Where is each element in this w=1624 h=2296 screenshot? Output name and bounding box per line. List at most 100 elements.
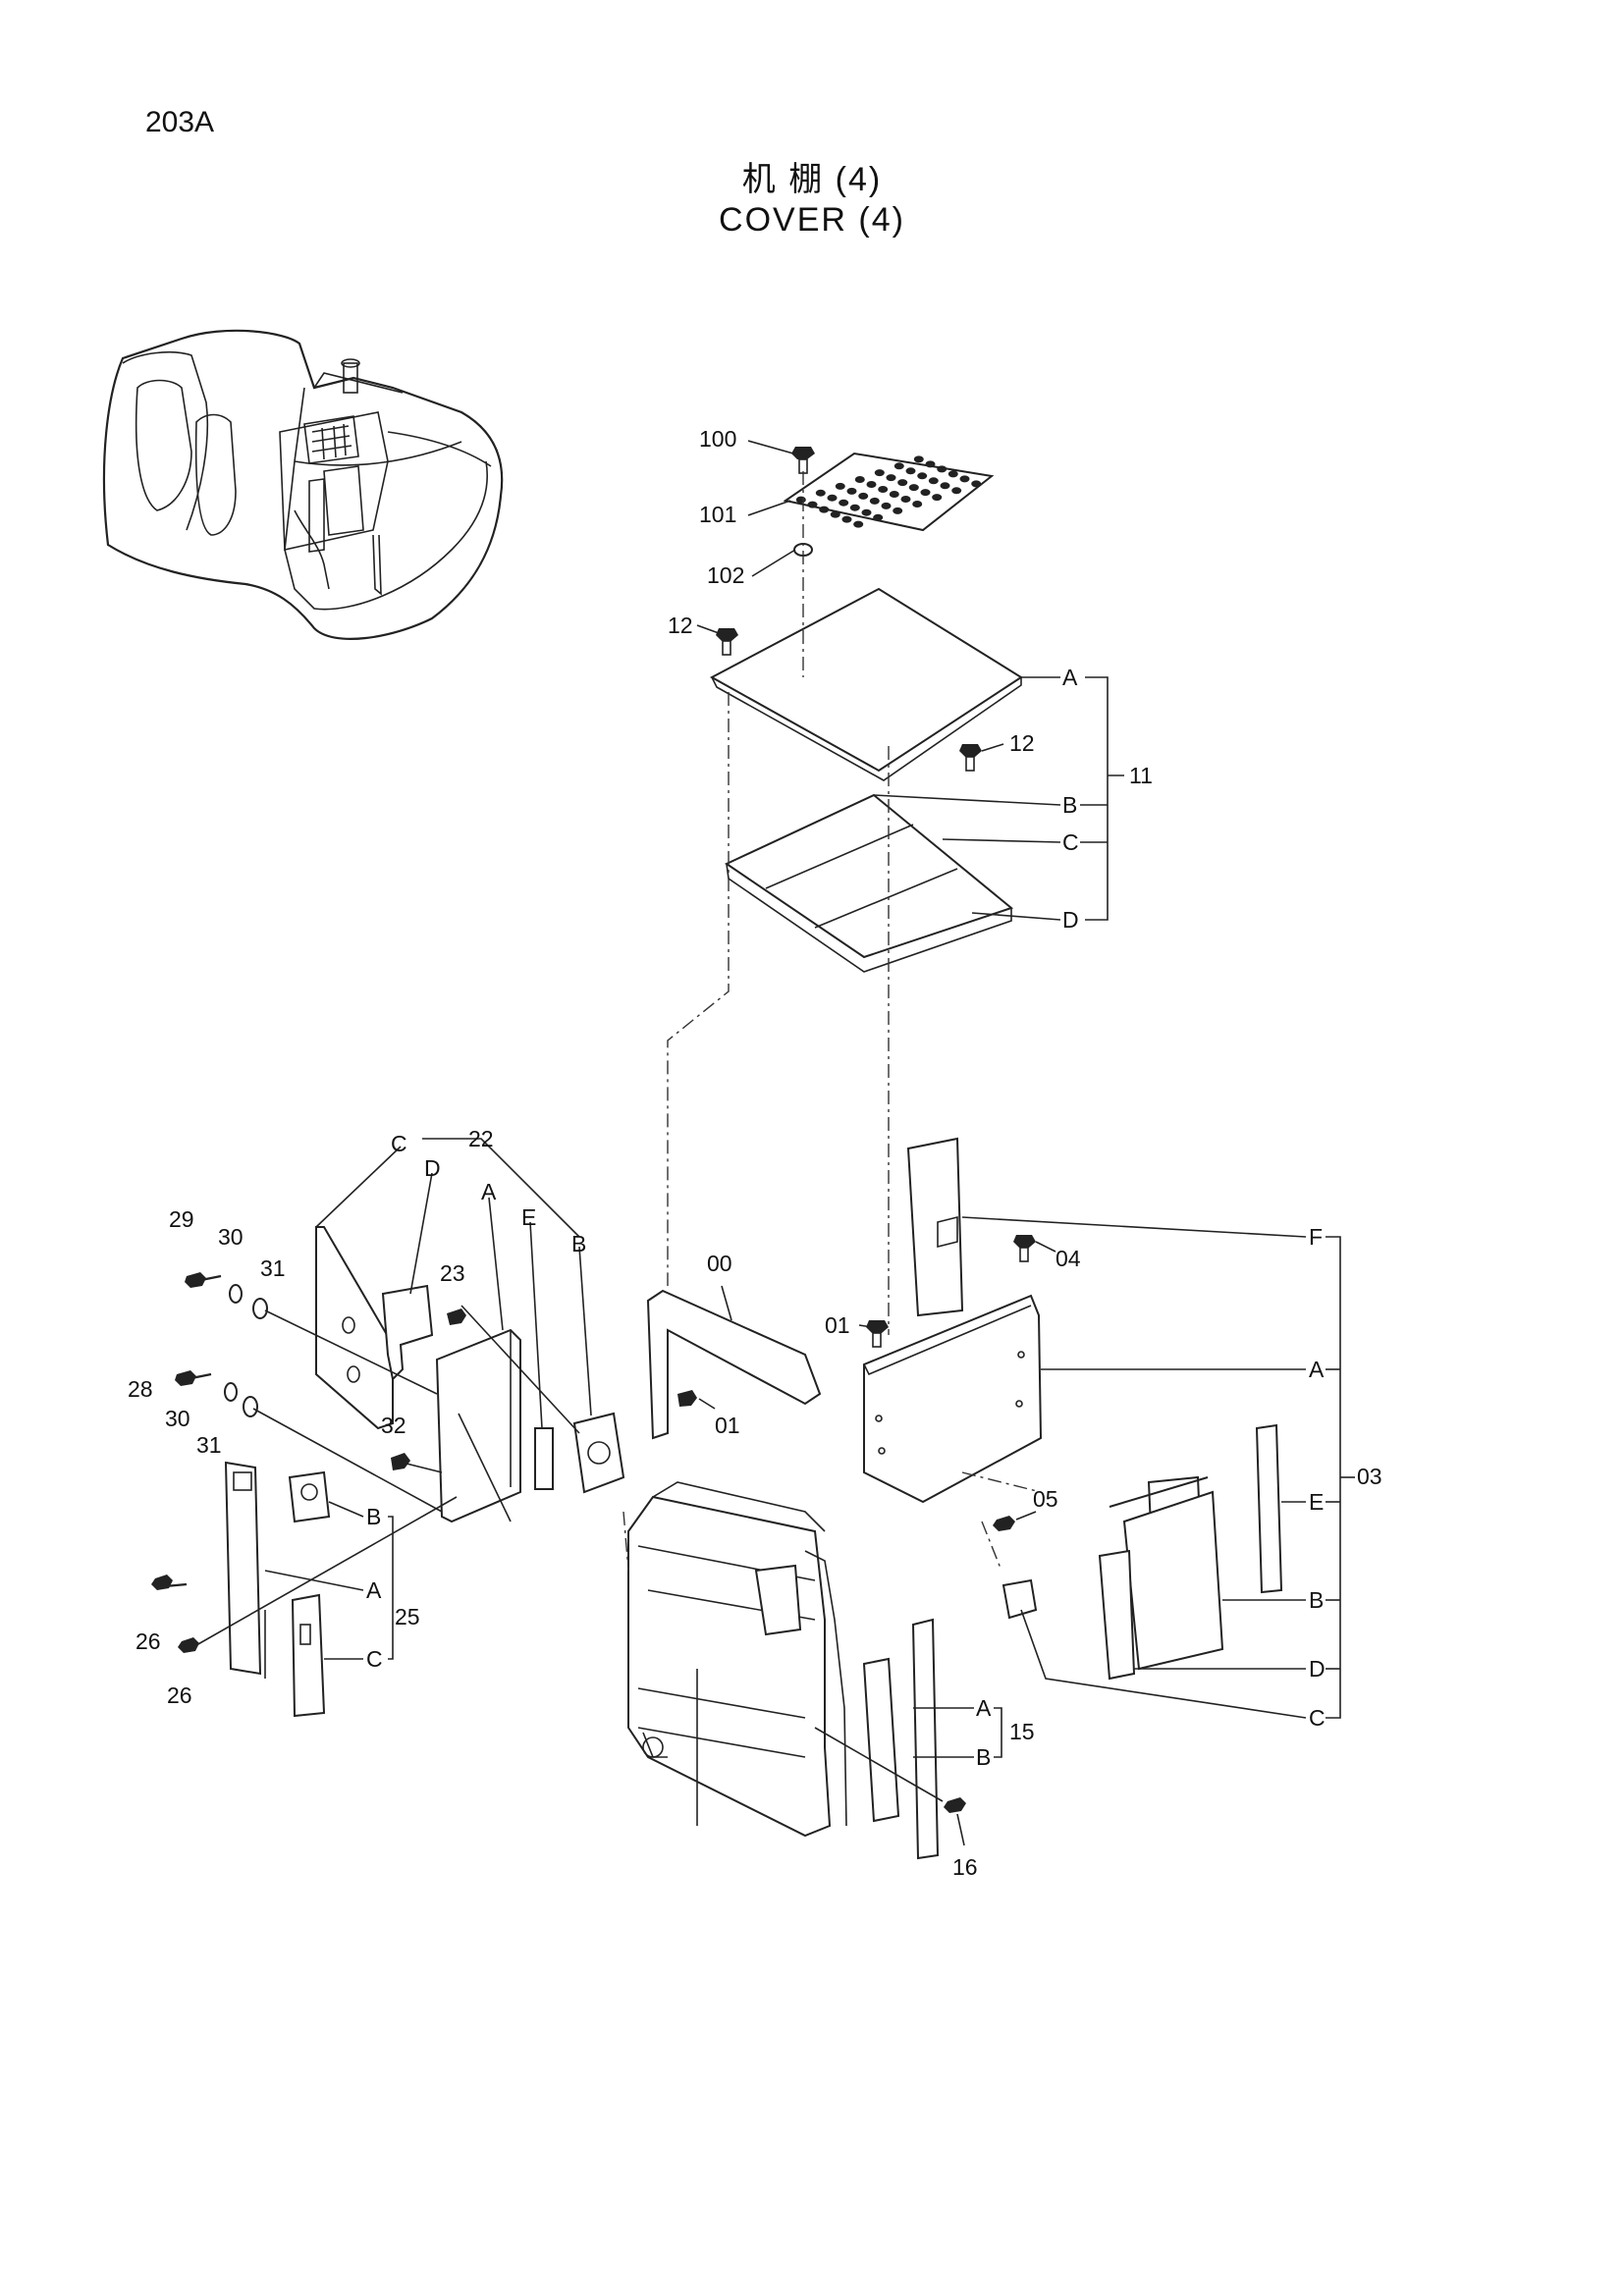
side-panel-assembly-22 (175, 1138, 625, 1523)
perforation-hole (827, 494, 838, 502)
callout-30: 30 (165, 1406, 190, 1431)
callout-03-c: C (1309, 1705, 1326, 1731)
perforation-hole (881, 502, 892, 509)
rear-panel-assembly-03 (858, 1137, 1355, 1719)
perforation-hole (925, 460, 936, 468)
perforation-hole (893, 507, 903, 514)
callout-25-b: B (366, 1504, 381, 1529)
perforation-hole (873, 513, 884, 521)
seal-strip-assembly-15 (814, 1618, 1002, 1860)
perforation-hole (858, 492, 869, 500)
top-cover-assembly (667, 440, 1124, 1335)
perforation-hole (841, 515, 852, 523)
perforation-hole (893, 462, 904, 470)
callout-29: 29 (169, 1206, 194, 1232)
callout-22-d: D (424, 1155, 441, 1181)
callout-22-b: B (571, 1231, 586, 1256)
title-chinese: 机 棚 (4) (741, 161, 883, 198)
perforation-hole (897, 479, 908, 487)
perforation-hole (947, 470, 958, 478)
callout-12: 12 (668, 613, 693, 638)
callout-labels: 100 101 102 12 12 11 A B C D 22 C D A E … (128, 426, 1382, 1880)
callout-31: 31 (196, 1432, 222, 1458)
perforation-hole (913, 455, 924, 463)
perforation-hole (937, 465, 947, 473)
perforation-hole (866, 481, 877, 488)
perforation-hole (886, 474, 896, 482)
callout-26: 26 (135, 1629, 161, 1654)
callout-11: 11 (1129, 763, 1153, 788)
perforation-hole (874, 469, 885, 477)
callout-03-f: F (1309, 1224, 1323, 1250)
callout-25: 25 (395, 1604, 420, 1629)
callout-11-d: D (1062, 907, 1079, 933)
callout-12: 12 (1009, 730, 1035, 756)
radiator-core (623, 1481, 847, 1838)
perforation-hole (971, 480, 982, 488)
excavator-overview-illustration (102, 329, 504, 640)
perforation-hole (819, 506, 830, 513)
perforation-hole (920, 489, 931, 497)
callout-15: 15 (1009, 1719, 1035, 1744)
perforation-hole (795, 496, 806, 504)
callout-11-c: C (1062, 829, 1079, 855)
callout-03-b: B (1309, 1587, 1324, 1613)
perforation-hole (917, 472, 928, 480)
perforation-hole (807, 501, 818, 508)
callout-26: 26 (167, 1682, 192, 1708)
callout-102: 102 (707, 562, 744, 588)
perforation-hole (940, 482, 950, 490)
perforation-hole (951, 487, 962, 495)
callout-04: 04 (1056, 1246, 1081, 1271)
callout-100: 100 (699, 426, 736, 452)
callout-03-a: A (1309, 1357, 1325, 1382)
callout-15-b: B (976, 1744, 991, 1770)
perforation-hole (959, 475, 970, 483)
page-code: 203A (145, 106, 215, 138)
callout-22-c: C (391, 1131, 407, 1156)
callout-11-b: B (1062, 792, 1077, 818)
callout-05: 05 (1033, 1486, 1058, 1512)
perforation-hole (900, 496, 911, 503)
callout-16: 16 (952, 1854, 978, 1880)
callout-22: 22 (468, 1126, 494, 1151)
callout-15-a: A (976, 1695, 992, 1721)
perforation-hole (830, 510, 840, 518)
callout-101: 101 (699, 502, 736, 527)
perforation-hole (849, 504, 860, 511)
callout-25-a: A (366, 1577, 382, 1603)
callout-03: 03 (1357, 1464, 1382, 1489)
perforation-hole (932, 494, 943, 502)
perforation-hole (846, 487, 857, 495)
callout-22-e: E (521, 1204, 536, 1230)
perforation-hole (815, 489, 826, 497)
perforation-hole (905, 467, 916, 475)
perforation-hole (853, 520, 864, 528)
support-frame-00 (646, 1285, 822, 1440)
callout-23: 23 (440, 1260, 465, 1286)
perforation-hole (869, 497, 880, 505)
perforation-hole (889, 491, 899, 498)
bracket-assembly-25 (151, 1461, 458, 1718)
perforation-hole (861, 508, 872, 516)
perforation-hole (878, 486, 889, 493)
title-english: COVER (4) (719, 201, 905, 239)
callout-00: 00 (707, 1251, 732, 1276)
callout-22-a: A (481, 1179, 497, 1204)
callout-03-d: D (1309, 1656, 1326, 1682)
perforation-hole (912, 501, 923, 507)
callout-31: 31 (260, 1255, 286, 1281)
callout-03-e: E (1309, 1489, 1324, 1515)
callout-25-c: C (366, 1646, 383, 1672)
callout-30: 30 (218, 1224, 244, 1250)
callout-28: 28 (128, 1376, 153, 1402)
perforation-hole (854, 476, 865, 483)
perforation-hole (835, 482, 845, 490)
perforation-hole (928, 477, 939, 485)
callout-11-a: A (1062, 665, 1078, 690)
perforation-hole (908, 484, 919, 492)
callout-01: 01 (825, 1312, 850, 1338)
callout-01: 01 (715, 1413, 740, 1438)
